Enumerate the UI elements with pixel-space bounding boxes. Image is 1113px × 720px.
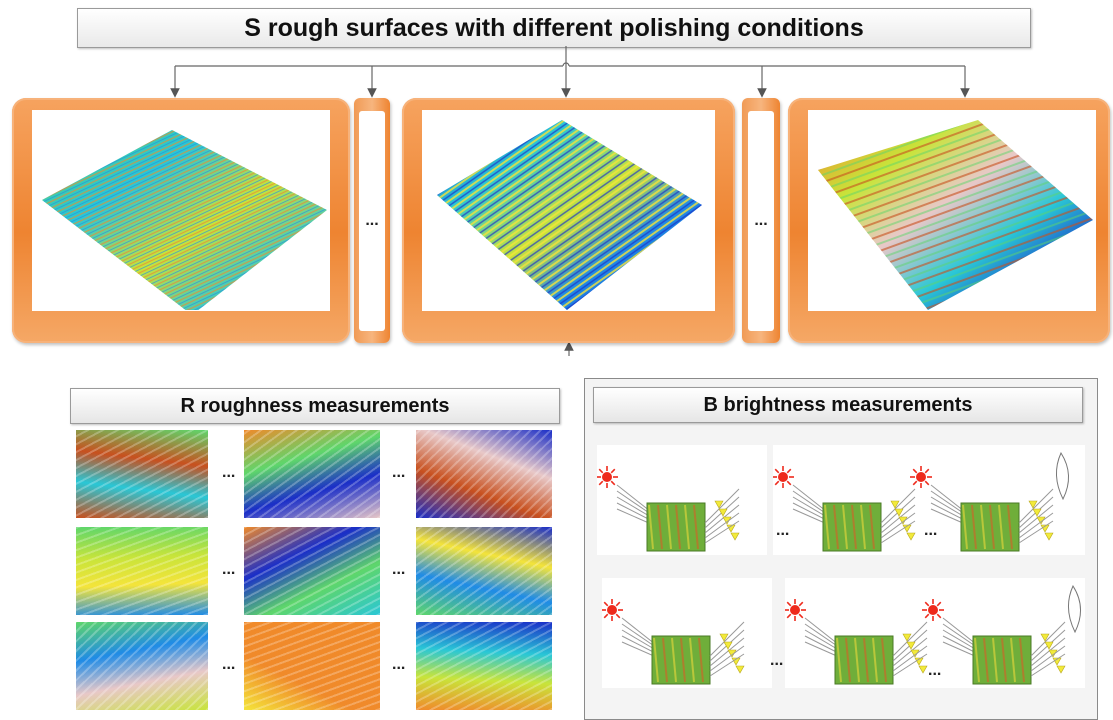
detector-triangle-icon: [902, 524, 912, 533]
surface-frame-3: [788, 98, 1110, 343]
detector-triangle-icon: [722, 516, 732, 525]
roughness-measurement-image: [416, 527, 552, 615]
detector-triangle-icon: [1032, 508, 1042, 517]
detector-triangle-icon: [1028, 500, 1038, 509]
roughness-measurement-image: [244, 430, 380, 518]
detector-triangle-icon: [1052, 657, 1062, 666]
ellipsis: ...: [222, 561, 236, 578]
detector-triangle-icon: [1036, 516, 1046, 525]
detector-triangle-icon: [894, 508, 904, 517]
ellipsis: ...: [770, 652, 784, 669]
detector-triangle-icon: [723, 641, 733, 650]
ellipsis: ...: [222, 464, 236, 481]
sun-light-source-icon: [785, 599, 806, 621]
detector-triangle-icon: [1040, 524, 1050, 533]
detector-triangle-icon: [906, 532, 916, 541]
surface-frame-1: [12, 98, 350, 343]
roughness-measurement-image: [416, 430, 552, 518]
roughness-measurement-image: [76, 430, 208, 518]
detector-triangle-icon: [731, 657, 741, 666]
ellipsis: ...: [392, 656, 406, 673]
roughness-measurement-image: [244, 622, 380, 710]
detector-triangle-icon: [910, 649, 920, 658]
diagram-title: S rough surfaces with different polishin…: [77, 8, 1031, 48]
detector-triangle-icon: [1056, 665, 1066, 674]
more-surfaces-placeholder-2: ...: [742, 98, 780, 343]
roughness-measurement-image: [244, 527, 380, 615]
detector-triangle-icon: [902, 633, 912, 642]
brightness-setup-diagram: [785, 584, 1081, 685]
sun-light-source-icon: [602, 599, 623, 621]
brightness-setup-diagram: [602, 599, 745, 685]
lens-icon: [1068, 584, 1081, 634]
brightness-setup-diagram: [597, 466, 740, 552]
ellipsis: ...: [392, 561, 406, 578]
ellipsis: ...: [748, 110, 774, 331]
detector-triangle-icon: [914, 657, 924, 666]
detector-triangle-icon: [727, 649, 737, 658]
detector-triangle-icon: [718, 508, 728, 517]
detector-triangle-icon: [1044, 641, 1054, 650]
detector-triangle-icon: [1044, 532, 1054, 541]
more-surfaces-placeholder-1: ...: [354, 98, 390, 343]
ellipsis: ...: [359, 110, 385, 331]
detector-triangle-icon: [719, 633, 729, 642]
roughness-measurement-image: [416, 622, 552, 710]
surface-frame-2: [402, 98, 735, 343]
brightness-setup-cell: [773, 445, 1085, 555]
detector-triangle-icon: [918, 665, 928, 674]
brightness-section-title: B brightness measurements: [593, 387, 1083, 423]
roughness-measurement-image: [76, 527, 208, 615]
detector-triangle-icon: [726, 524, 736, 533]
detector-triangle-icon: [898, 516, 908, 525]
lens-icon: [1056, 451, 1069, 501]
detector-triangle-icon: [730, 532, 740, 541]
sun-light-source-icon: [773, 466, 794, 488]
detector-triangle-icon: [735, 665, 745, 674]
brightness-setup-diagram: [773, 451, 1069, 552]
brightness-setup-cell: [597, 445, 767, 555]
ellipsis: ...: [924, 522, 938, 539]
surface-image-3: [818, 120, 1093, 310]
detector-triangle-icon: [890, 500, 900, 509]
ellipsis: ...: [928, 662, 942, 679]
sun-light-source-icon: [597, 466, 618, 488]
ellipsis: ...: [776, 522, 790, 539]
ellipsis: ...: [222, 656, 236, 673]
brightness-setup-cell: [602, 578, 772, 688]
sun-light-source-icon: [910, 466, 932, 488]
detector-triangle-icon: [906, 641, 916, 650]
surface-image-2: [437, 120, 702, 310]
surface-image-1: [42, 130, 327, 311]
ellipsis: ...: [392, 464, 406, 481]
detector-triangle-icon: [714, 500, 724, 509]
roughness-section-title: R roughness measurements: [70, 388, 560, 424]
detector-triangle-icon: [1040, 633, 1050, 642]
detector-triangle-icon: [1048, 649, 1058, 658]
brightness-setup-cell: [785, 578, 1085, 688]
sun-light-source-icon: [922, 599, 944, 621]
roughness-measurement-image: [76, 622, 208, 710]
connector-lines: [170, 46, 970, 356]
